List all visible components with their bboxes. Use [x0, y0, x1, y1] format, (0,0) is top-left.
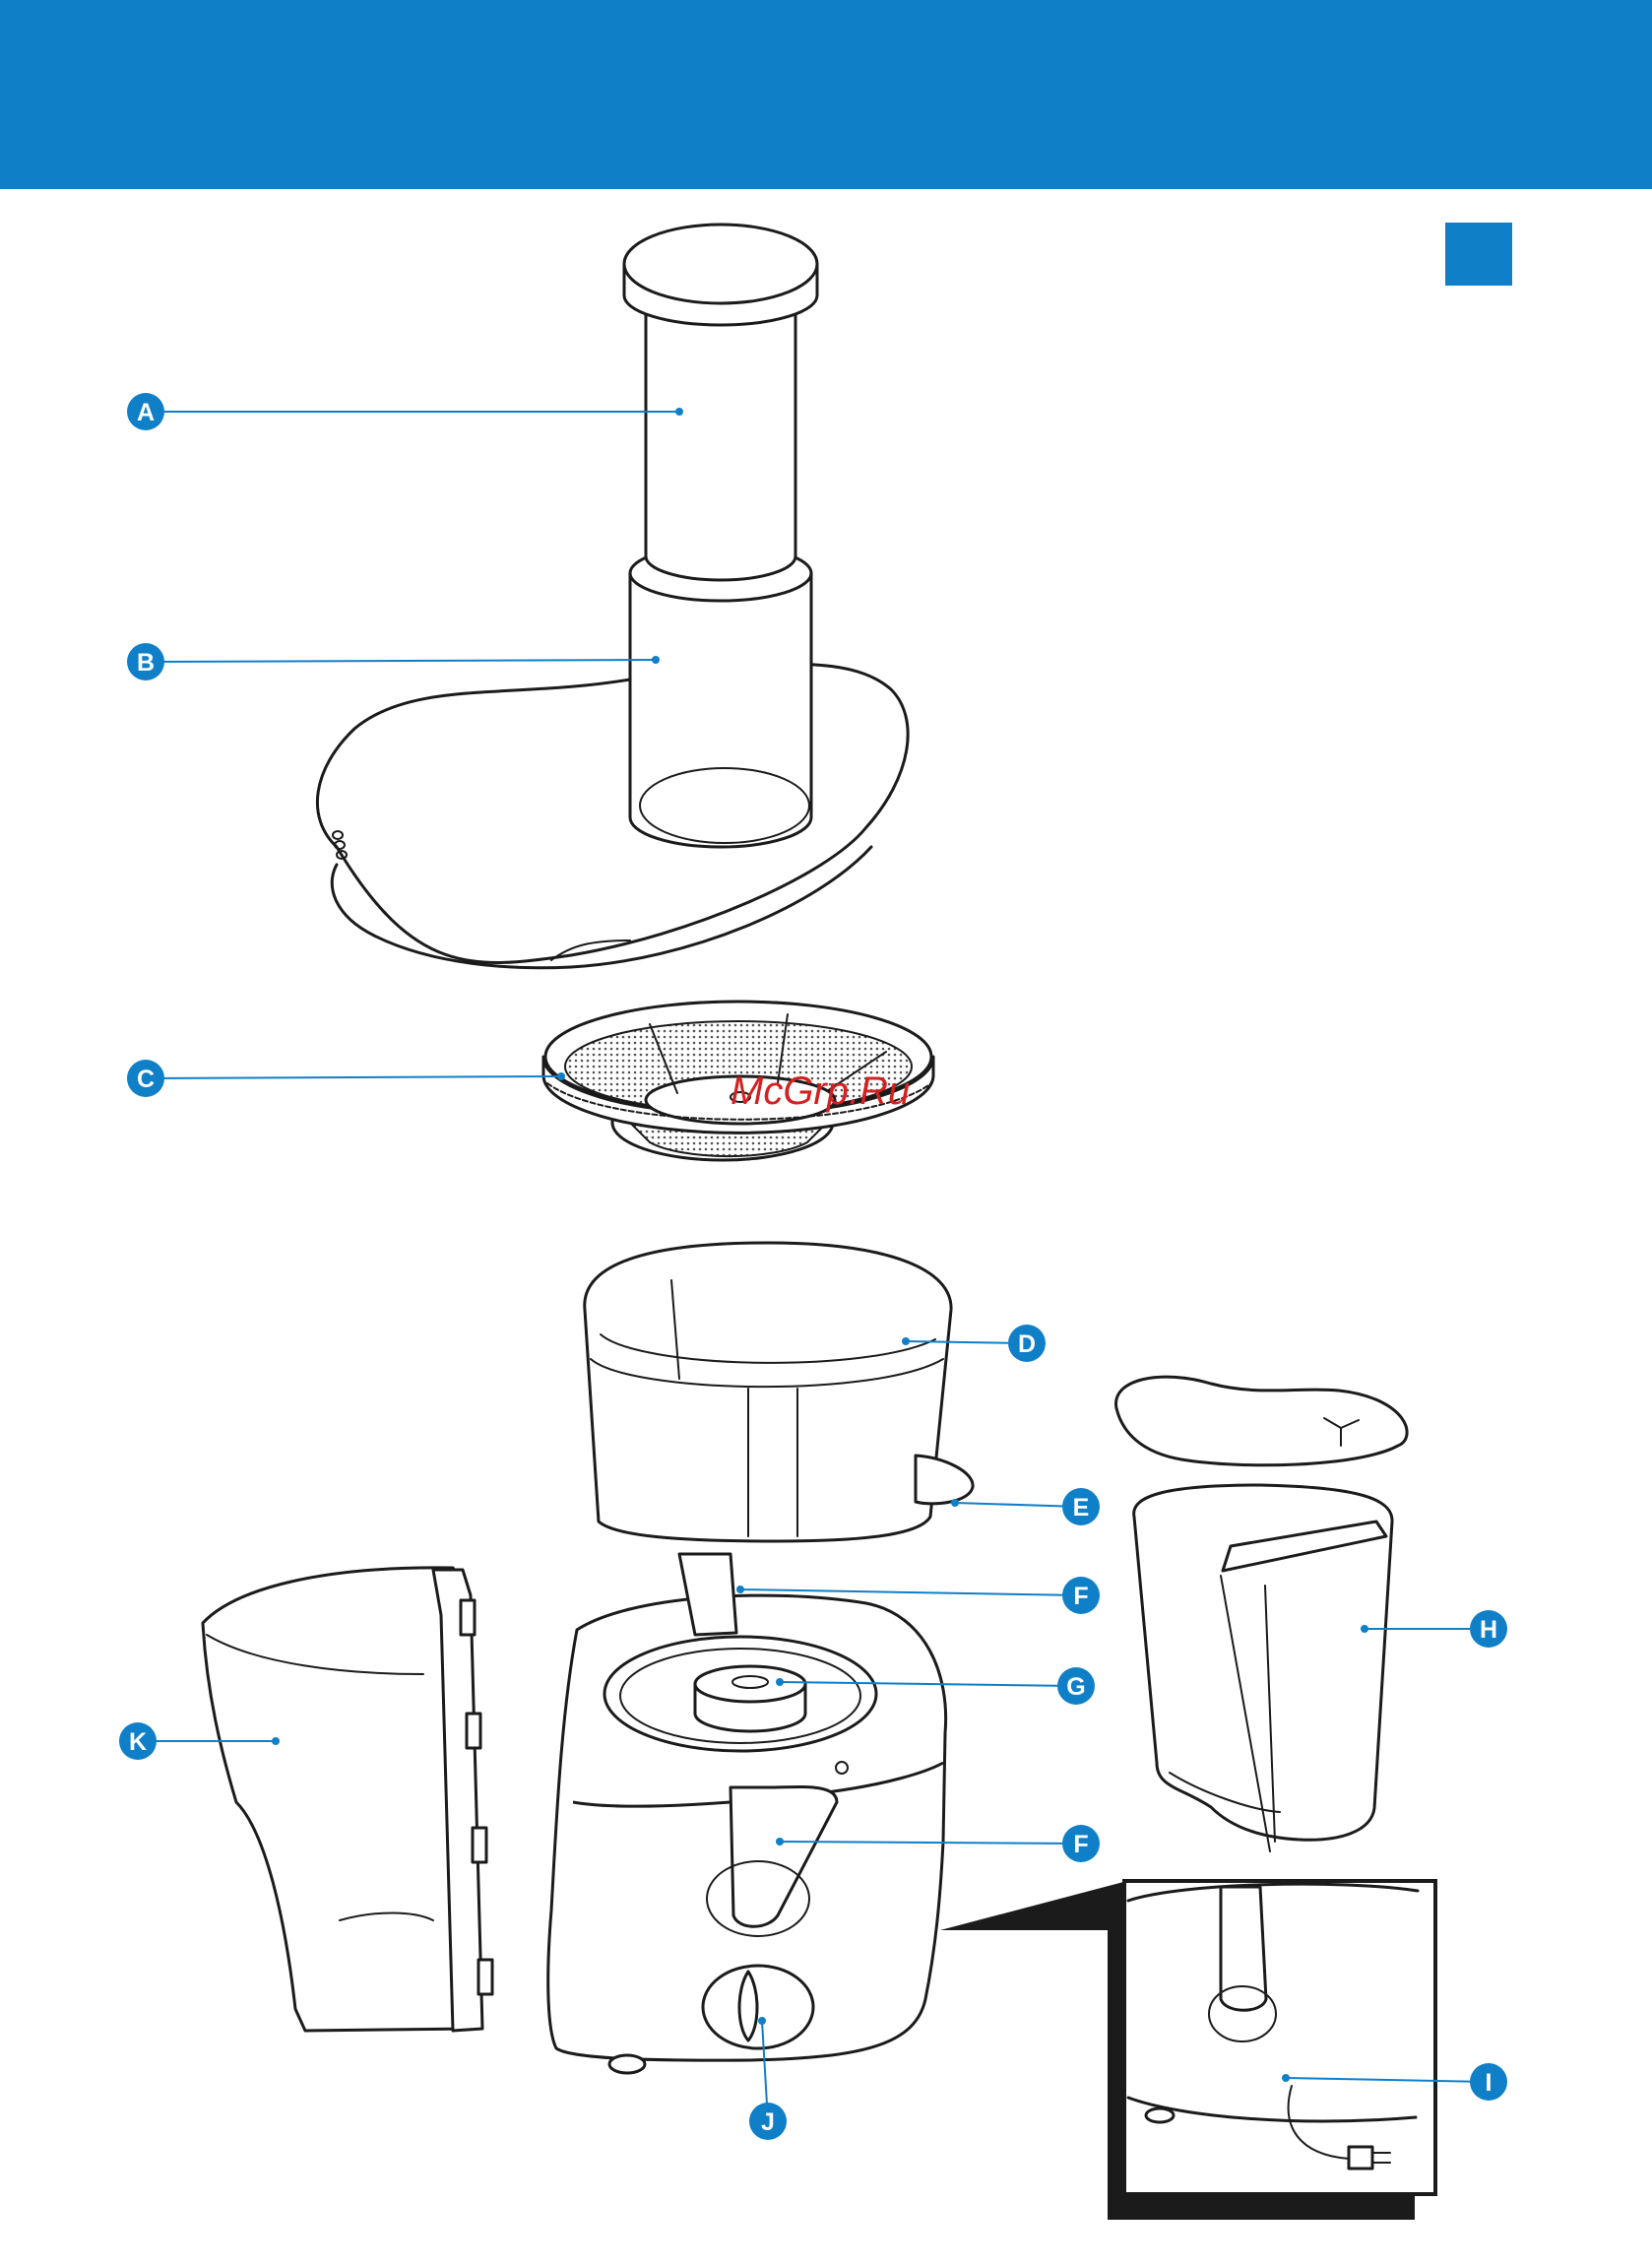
- lid-feeding-tube: [317, 546, 908, 968]
- svg-text:F: F: [1073, 1583, 1088, 1610]
- callout-G: G: [1057, 1667, 1095, 1705]
- svg-text:G: G: [1066, 1673, 1085, 1701]
- callout-F-upper: F: [1062, 1577, 1100, 1614]
- svg-text:I: I: [1486, 2069, 1493, 2097]
- juice-collector: [585, 1243, 973, 1541]
- svg-text:E: E: [1073, 1494, 1090, 1522]
- svg-text:D: D: [1018, 1330, 1036, 1358]
- callout-B: B: [127, 643, 164, 680]
- inset-detail-cord: [940, 1881, 1435, 2220]
- callout-K: K: [119, 1722, 157, 1760]
- watermark-text: McGrp.Ru: [731, 1069, 910, 1114]
- food-pusher: [624, 225, 817, 580]
- callout-A: A: [127, 393, 164, 430]
- callout-F-lower: F: [1062, 1825, 1100, 1862]
- svg-text:A: A: [137, 399, 155, 426]
- motor-unit: [548, 1554, 946, 2073]
- callout-I: I: [1470, 2063, 1507, 2101]
- pulp-container: [203, 1568, 492, 2031]
- callout-D: D: [1008, 1325, 1046, 1362]
- svg-text:J: J: [761, 2108, 775, 2136]
- svg-text:K: K: [129, 1728, 147, 1756]
- svg-text:C: C: [137, 1066, 155, 1093]
- callout-H: H: [1470, 1610, 1507, 1648]
- svg-text:F: F: [1073, 1831, 1088, 1858]
- svg-text:B: B: [137, 649, 155, 677]
- svg-text:H: H: [1480, 1616, 1497, 1644]
- callout-J: J: [749, 2103, 787, 2140]
- juice-jug: [1116, 1377, 1408, 1851]
- callout-E: E: [1062, 1488, 1100, 1525]
- callout-C: C: [127, 1060, 164, 1097]
